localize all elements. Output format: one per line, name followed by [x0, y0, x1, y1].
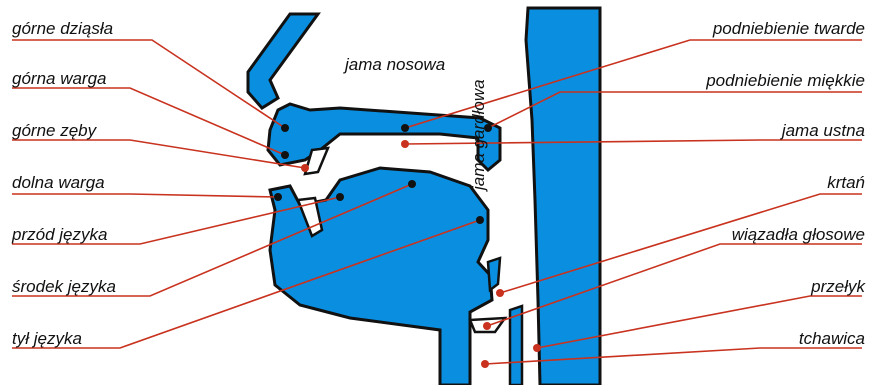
- label-podniebienie-miekkie: podniebienie miękkie: [706, 72, 865, 90]
- label-tchawica: tchawica: [799, 330, 865, 348]
- dot-gorna-warga: [281, 151, 289, 159]
- label-podniebienie-twarde: podniebienie twarde: [713, 20, 865, 38]
- dot-wiazadla-glosowe: [483, 322, 491, 330]
- label-gorne-zeby: górne zęby: [12, 122, 96, 140]
- nose-shape: [248, 14, 318, 108]
- dot-tchawica: [481, 360, 489, 368]
- label-przelyk: przełyk: [811, 278, 865, 296]
- label-gorna-warga: górna warga: [12, 70, 107, 88]
- region-jama-nosowa: jama nosowa: [345, 56, 445, 74]
- dot-gorne-dziasla: [281, 124, 289, 132]
- label-gorne-dziasla: górne dziąsła: [12, 20, 113, 38]
- label-wiazadla-glosowe: wiązadła głosowe: [732, 226, 865, 244]
- dot-przelyk: [533, 344, 541, 352]
- dot-jama-ustna: [401, 140, 409, 148]
- epiglottis: [488, 258, 500, 290]
- label-tyl-jezyka: tył języka: [12, 330, 82, 348]
- label-krtan: krtań: [827, 174, 865, 192]
- label-jama-ustna: jama ustna: [782, 122, 865, 140]
- label-dolna-warga: dolna warga: [12, 174, 105, 192]
- dot-krtan: [496, 289, 504, 297]
- dot-podniebienie-twarde: [401, 124, 409, 132]
- pharynx-column: [526, 8, 600, 385]
- dot-srodek-jezyka: [408, 180, 416, 188]
- dot-przod-jezyka: [336, 193, 344, 201]
- line-dolna-warga: [12, 194, 278, 197]
- upper-lip-palate: [268, 104, 500, 170]
- label-srodek-jezyka: środek języka: [12, 278, 116, 296]
- region-jama-gardlowa: jama gardłowa: [470, 79, 488, 190]
- dot-gorne-zeby: [301, 164, 309, 172]
- dot-tyl-jezyka: [476, 216, 484, 224]
- dot-dolna-warga: [274, 193, 282, 201]
- label-przod-jezyka: przód języka: [12, 226, 107, 244]
